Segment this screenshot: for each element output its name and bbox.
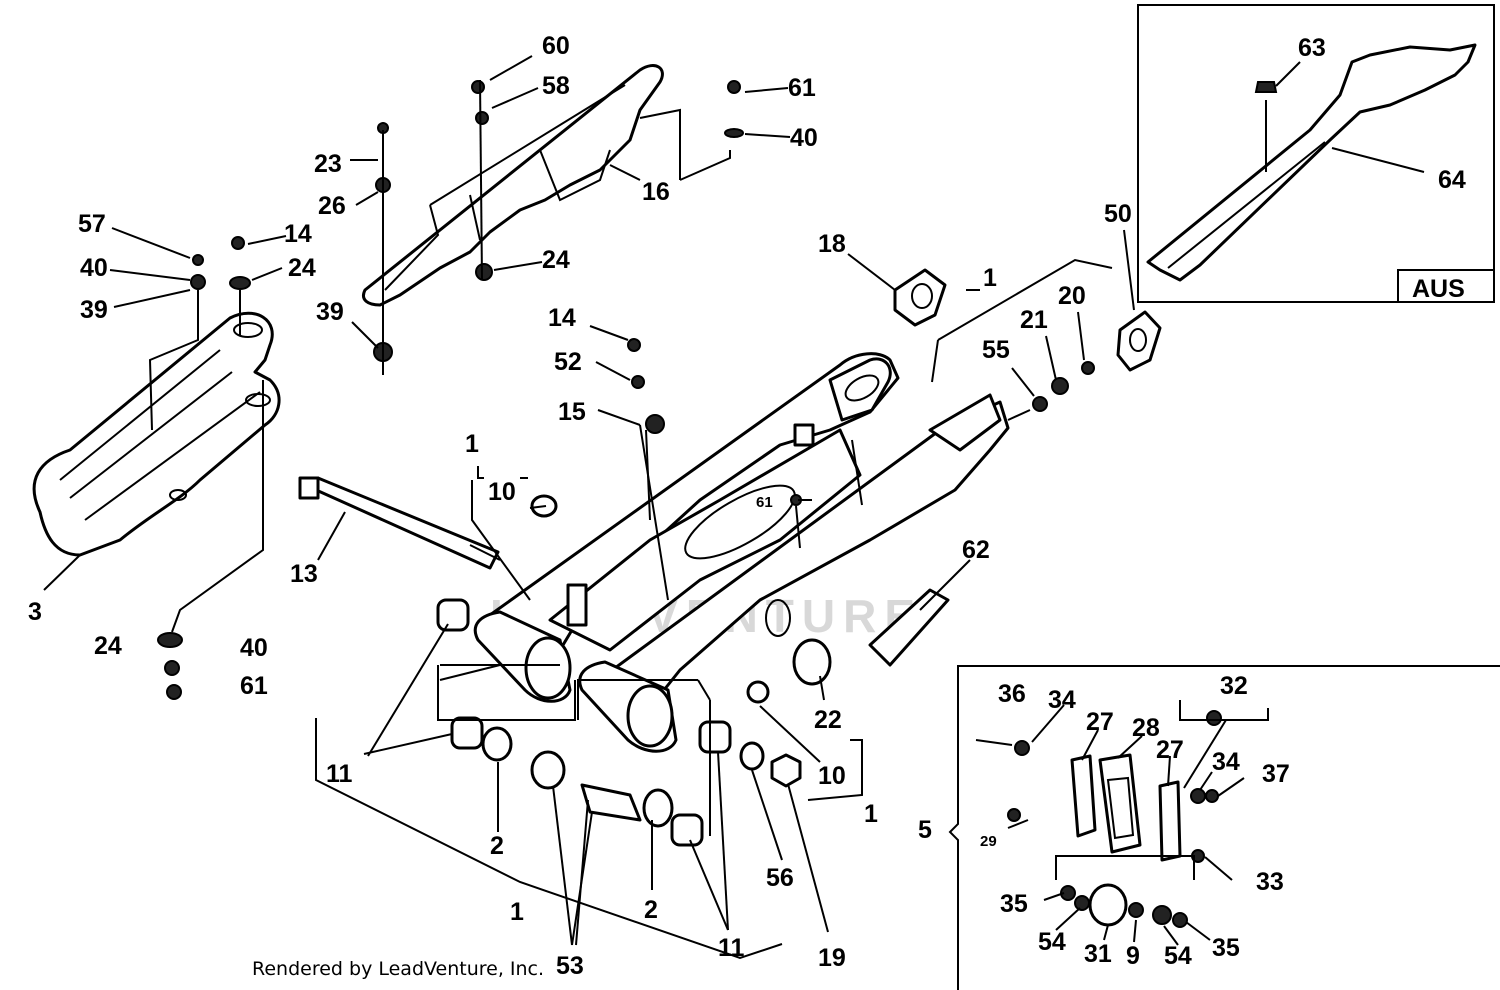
callout-40: 40 [790,124,818,152]
callout-1: 1 [510,898,524,926]
callout-58: 58 [542,72,570,100]
callout-22: 22 [814,706,842,734]
callout-35: 35 [1000,890,1028,918]
callout-50: 50 [1104,200,1132,228]
callout-34: 34 [1212,748,1240,776]
callout-2: 2 [490,832,504,860]
callout-14: 14 [284,220,312,248]
adjuster-block-18 [893,268,947,327]
callout-11: 11 [718,934,745,962]
callout-27: 27 [1156,736,1184,764]
callout-37: 37 [1262,760,1290,788]
callout-57: 57 [78,210,106,238]
pivot-tube-left [473,610,572,703]
callout-9: 9 [1126,942,1140,970]
render-credit: Rendered by LeadVenture, Inc. [252,958,545,980]
pivot-bolt [298,476,501,570]
callout-1: 1 [983,264,997,292]
chain-guard-aus [1146,43,1477,282]
fasteners [157,80,1095,700]
callout-64: 64 [1438,166,1466,194]
callout-40: 40 [240,634,268,662]
callouts: 60 58 61 40 23 26 16 57 14 40 24 39 24 3… [28,32,1466,980]
cap-22 [792,638,832,686]
callout-54: 54 [1038,928,1066,956]
callout-5: 5 [918,816,932,844]
callout-24: 24 [94,632,122,660]
callout-24: 24 [542,246,570,274]
callout-19: 19 [818,944,846,972]
inset-chain-adjuster [948,665,1500,990]
chain-slider [868,588,950,667]
callout-32: 32 [1220,672,1248,700]
callout-39: 39 [316,298,344,326]
swingarm [473,352,1010,753]
callout-61: 61 [788,74,816,102]
bushing-set [436,494,802,847]
callout-61: 61 [240,672,268,700]
adjuster-block-50 [1116,310,1162,372]
callout-33: 33 [1256,868,1284,896]
callout-29: 29 [980,833,997,850]
chain-case [32,311,281,557]
inset-aus-tag: AUS [1412,275,1465,303]
callout-20: 20 [1058,282,1086,310]
callout-13: 13 [290,560,318,588]
callout-35: 35 [1212,934,1240,962]
callout-26: 26 [318,192,346,220]
callout-1: 1 [465,430,479,458]
callout-55: 55 [982,336,1010,364]
callout-52: 52 [554,348,582,376]
callout-21: 21 [1020,306,1048,334]
callout-15: 15 [558,398,586,426]
callout-40: 40 [80,254,108,282]
callout-18: 18 [818,230,846,258]
callout-62: 62 [962,536,990,564]
callout-27: 27 [1086,708,1114,736]
bolt-63 [1254,81,1278,93]
callout-16: 16 [642,178,670,206]
callout-28: 28 [1132,714,1160,742]
callout-61: 61 [756,494,773,511]
inset5-leaders [1007,700,1269,946]
callout-54: 54 [1164,942,1192,970]
callout-2: 2 [644,896,658,924]
callout-34: 34 [1048,686,1076,714]
callout-14: 14 [548,304,576,332]
callout-36: 36 [998,680,1026,708]
callout-63: 63 [1298,34,1326,62]
callout-23: 23 [314,150,342,178]
callout-53: 53 [556,952,584,980]
pivot-tube-right [578,660,678,753]
callout-10: 10 [818,762,846,790]
callout-60: 60 [542,32,570,60]
callout-56: 56 [766,864,794,892]
leader-lines [43,55,1135,960]
callout-11: 11 [326,760,353,788]
callout-39: 39 [80,296,108,324]
callout-31: 31 [1084,940,1112,968]
callout-1: 1 [864,800,878,828]
callout-10: 10 [488,478,516,506]
chain-guard [362,64,664,307]
callout-24: 24 [288,254,316,282]
inset-aus: AUS [1137,4,1495,303]
callout-3: 3 [28,598,42,626]
